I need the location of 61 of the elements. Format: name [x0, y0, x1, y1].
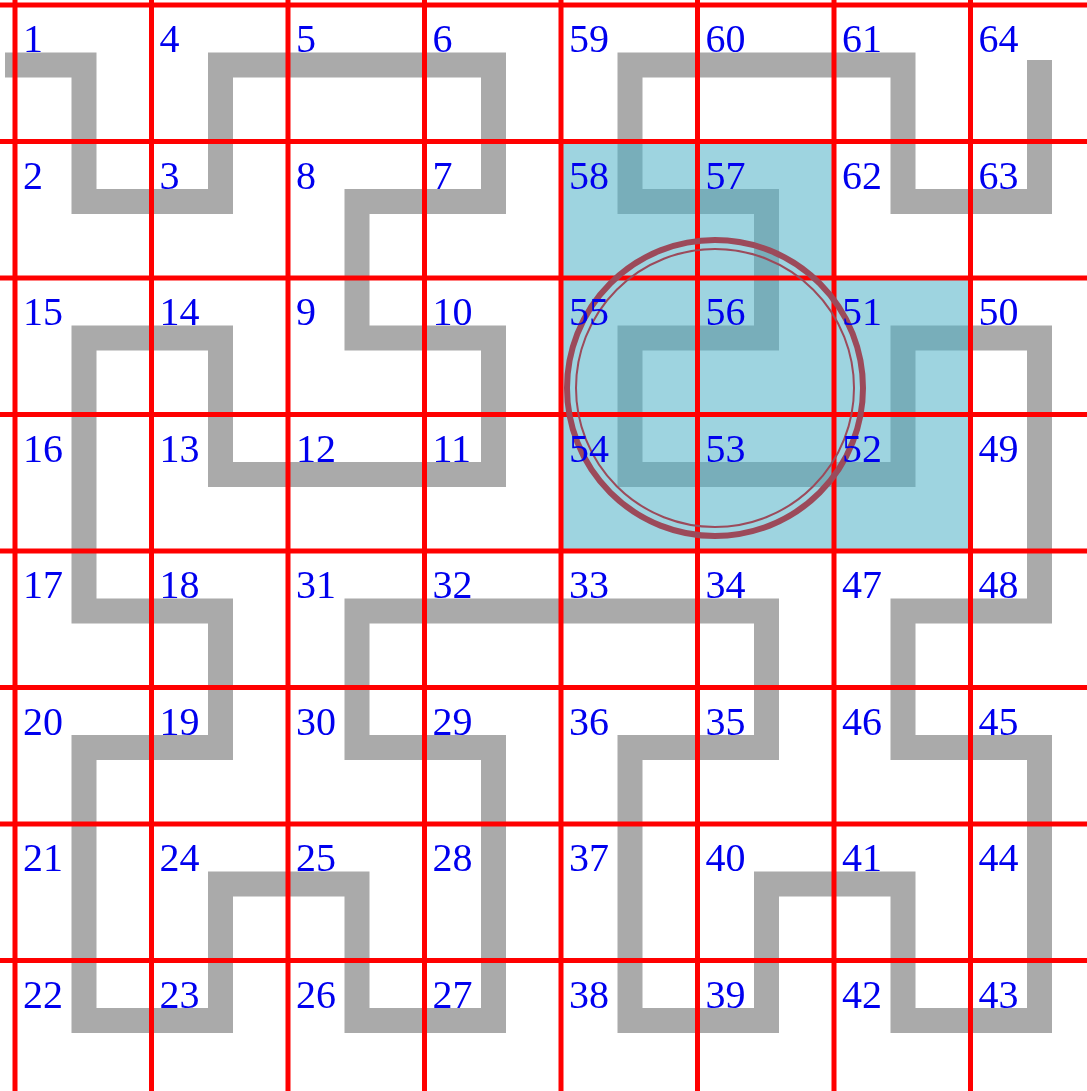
cell-number: 28 [432, 838, 473, 878]
cell-number: 6 [432, 19, 453, 59]
cell-number: 15 [23, 292, 63, 332]
cell-number: 47 [842, 565, 882, 605]
cell-number: 29 [432, 701, 473, 742]
cell-number: 45 [978, 701, 1019, 742]
cell-number: 21 [23, 838, 63, 878]
cell-number: 63 [978, 155, 1019, 196]
cell-number: 50 [978, 292, 1019, 332]
cell-number: 25 [296, 838, 336, 878]
cell-number: 42 [842, 974, 882, 1015]
cell-number: 44 [978, 838, 1019, 878]
cell-number: 19 [159, 701, 200, 742]
cell-number: 59 [569, 19, 609, 59]
cell-number: 58 [569, 155, 609, 196]
cell-number: 4 [159, 19, 180, 59]
cell-number: 13 [159, 428, 200, 469]
cell-number: 11 [432, 428, 471, 469]
cell-number: 24 [159, 838, 200, 878]
cell-number: 32 [432, 565, 473, 605]
cell-number: 23 [159, 974, 200, 1015]
cell-number: 3 [159, 155, 180, 196]
cell-number: 2 [23, 155, 43, 196]
cell-number: 18 [159, 565, 200, 605]
cell-number: 51 [842, 292, 882, 332]
cell-number: 26 [296, 974, 336, 1015]
cell-number: 53 [705, 428, 746, 469]
cell-number: 40 [705, 838, 746, 878]
cell-number: 60 [705, 19, 746, 59]
cell-number: 30 [296, 701, 336, 742]
cell-number: 43 [978, 974, 1019, 1015]
cell-number: 37 [569, 838, 609, 878]
cell-number: 12 [296, 428, 336, 469]
cell-number: 33 [569, 565, 609, 605]
cell-number: 10 [432, 292, 473, 332]
cell-number: 8 [296, 155, 316, 196]
cell-number: 46 [842, 701, 882, 742]
cell-number: 17 [23, 565, 63, 605]
cell-number: 36 [569, 701, 609, 742]
cell-number: 20 [23, 701, 63, 742]
cell-number: 34 [705, 565, 746, 605]
cell-number: 27 [432, 974, 473, 1015]
cell-number: 35 [705, 701, 746, 742]
cell-number: 38 [569, 974, 609, 1015]
cell-number: 62 [842, 155, 882, 196]
cell-number: 57 [705, 155, 746, 196]
cell-number: 49 [978, 428, 1019, 469]
cell-number: 31 [296, 565, 336, 605]
cell-number: 64 [978, 19, 1019, 59]
cell-number: 39 [705, 974, 746, 1015]
cell-number: 22 [23, 974, 63, 1015]
cell-number: 48 [978, 565, 1019, 605]
cell-number: 9 [296, 292, 316, 332]
cell-number: 14 [159, 292, 200, 332]
cell-number: 5 [296, 19, 316, 59]
cell-number: 7 [432, 155, 453, 196]
cell-number: 1 [23, 19, 43, 59]
cell-number: 41 [842, 838, 882, 878]
cell-number: 16 [23, 428, 63, 469]
cell-number: 61 [842, 19, 882, 59]
cell-number: 56 [705, 292, 746, 332]
